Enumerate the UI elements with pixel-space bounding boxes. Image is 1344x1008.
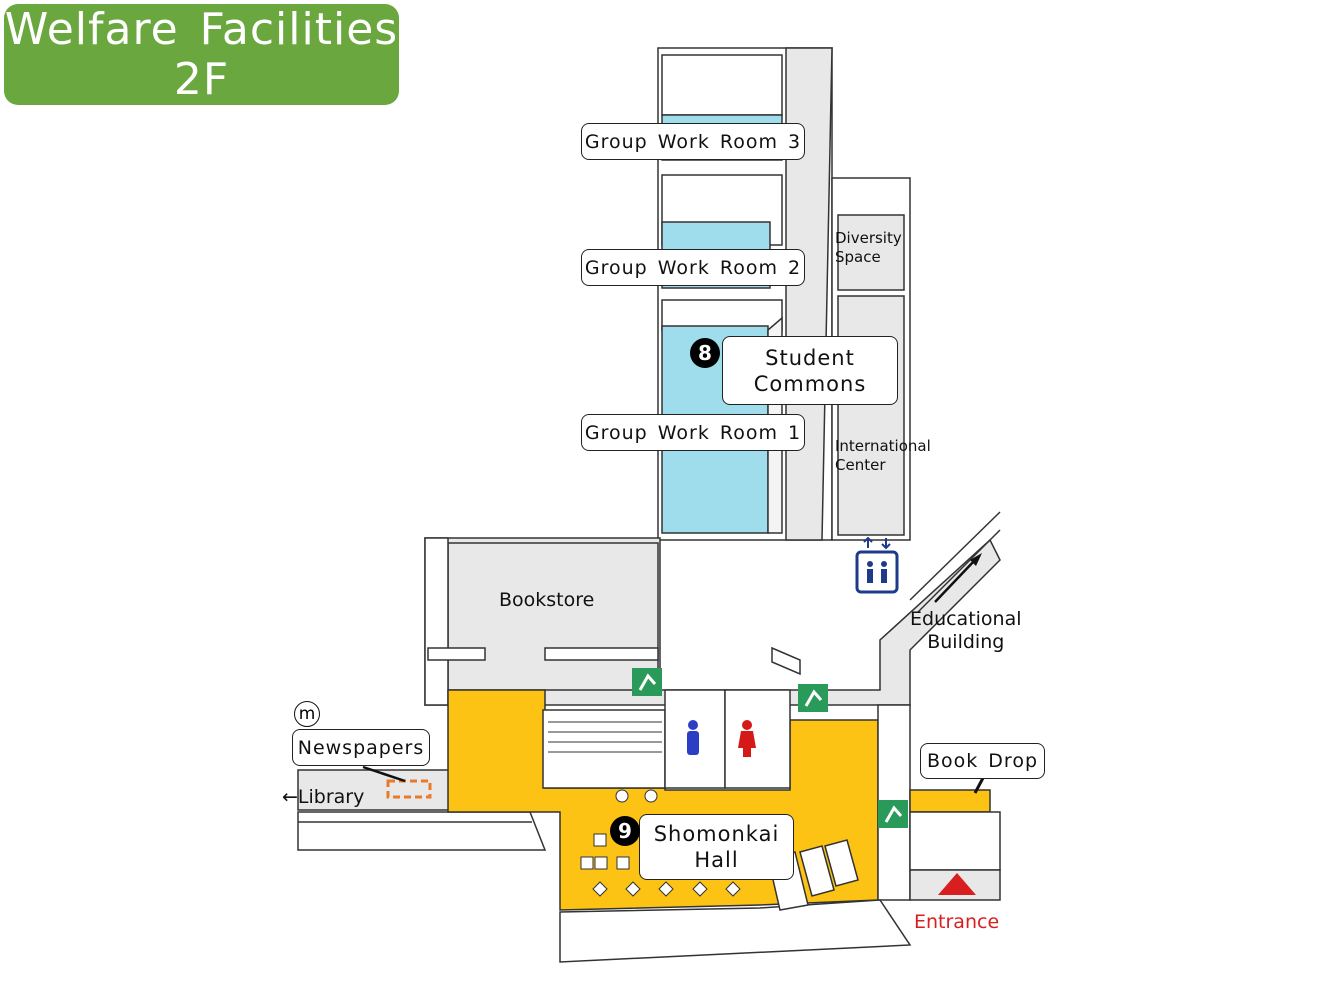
entrance-triangle-icon [938, 873, 976, 895]
callout-book-drop[interactable]: Book Drop [920, 743, 1045, 779]
callout-label: Newspapers [297, 736, 425, 759]
callout-label: Book Drop [926, 750, 1039, 772]
title-line2: 2F [173, 53, 230, 105]
label-library[interactable]: ←Library [282, 786, 365, 808]
callout-label: Group Work Room 2 [584, 256, 802, 279]
male-restroom-icon [687, 720, 699, 755]
label-line1: International [835, 437, 931, 455]
callout-student-commons[interactable]: Student Commons [722, 336, 898, 405]
map-title: Welfare Facilities 2F [4, 4, 399, 105]
callout-group-work-room-3[interactable]: Group Work Room 3 [581, 123, 805, 160]
newspapers-symbol-icon: m [294, 701, 320, 727]
student-commons-number: 8 [690, 338, 720, 368]
callout-line2: Hall [694, 848, 739, 872]
label-line1: Educational [910, 608, 1022, 630]
label-line1: Diversity [835, 229, 902, 247]
stall-rows [548, 721, 662, 753]
callout-line2: Commons [753, 371, 867, 396]
elevator-icon [855, 536, 899, 594]
callout-shomonkai-hall[interactable]: Shomonkai Hall [639, 814, 794, 880]
corridor [424, 511, 1001, 706]
hall-tables [580, 789, 741, 897]
emergency-exit-icon [632, 668, 908, 828]
callout-group-work-room-2[interactable]: Group Work Room 2 [581, 249, 805, 286]
callout-newspapers[interactable]: Newspapers [292, 729, 430, 766]
callout-group-work-room-1[interactable]: Group Work Room 1 [581, 414, 805, 451]
label-entrance: Entrance [914, 911, 1000, 933]
label-line2: Building [927, 631, 1005, 653]
label-line2: Space [835, 248, 881, 266]
shomonkai-number: 9 [610, 816, 640, 846]
newspaper-rack [386, 779, 432, 799]
label-line2: Center [835, 456, 886, 474]
callout-line1: Student [765, 345, 855, 370]
label-diversity-space: Diversity Space [835, 229, 902, 267]
callout-label: Group Work Room 3 [584, 130, 802, 153]
north-tower [657, 47, 833, 541]
callout-line1: Shomonkai [653, 822, 780, 846]
label-educational-building: Educational Building [910, 608, 1022, 654]
title-line1: Welfare Facilities [4, 3, 399, 55]
female-restroom-icon [738, 720, 756, 757]
label-bookstore: Bookstore [499, 589, 595, 611]
callout-label: Group Work Room 1 [584, 421, 802, 444]
label-international-center: International Center [835, 437, 931, 475]
